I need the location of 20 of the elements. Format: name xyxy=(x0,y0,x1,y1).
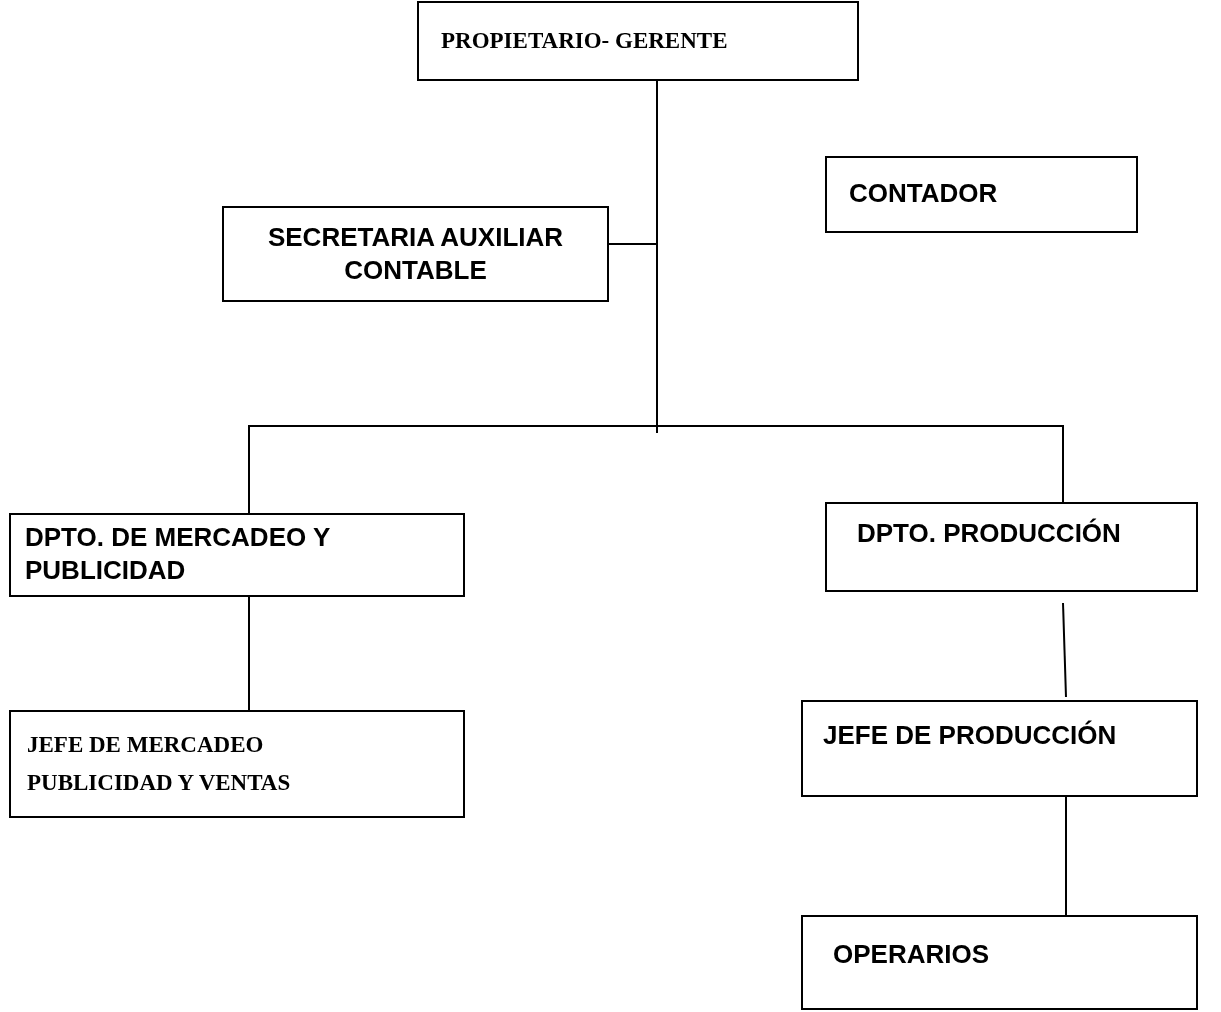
position-title: JEFE DE PRODUCCIÓN xyxy=(823,719,1118,752)
org-box xyxy=(825,502,1198,592)
connector-line xyxy=(1065,796,1067,916)
position-title: DPTO. DE MERCADEO Y PUBLICIDAD xyxy=(25,521,331,587)
position-title: CONTADOR xyxy=(849,177,999,210)
connector-line xyxy=(1062,602,1067,698)
position-title: PUBLICIDAD Y VENTAS xyxy=(27,768,292,797)
connector-line xyxy=(248,596,250,711)
org-box xyxy=(222,206,609,302)
org-box xyxy=(9,710,465,818)
position-title: OPERARIOS xyxy=(833,938,991,971)
position-title: DPTO. PRODUCCIÓN xyxy=(857,517,1122,550)
org-box xyxy=(825,156,1138,233)
position-title: JEFE DE MERCADEO xyxy=(27,731,265,759)
org-box xyxy=(801,915,1198,1010)
org-box xyxy=(801,700,1198,797)
position-title: PROPIETARIO- GERENTE xyxy=(441,26,728,55)
org-box xyxy=(417,1,859,81)
org-box xyxy=(9,513,465,597)
position-title: SECRETARIA AUXILIAR CONTABLE xyxy=(266,221,565,287)
